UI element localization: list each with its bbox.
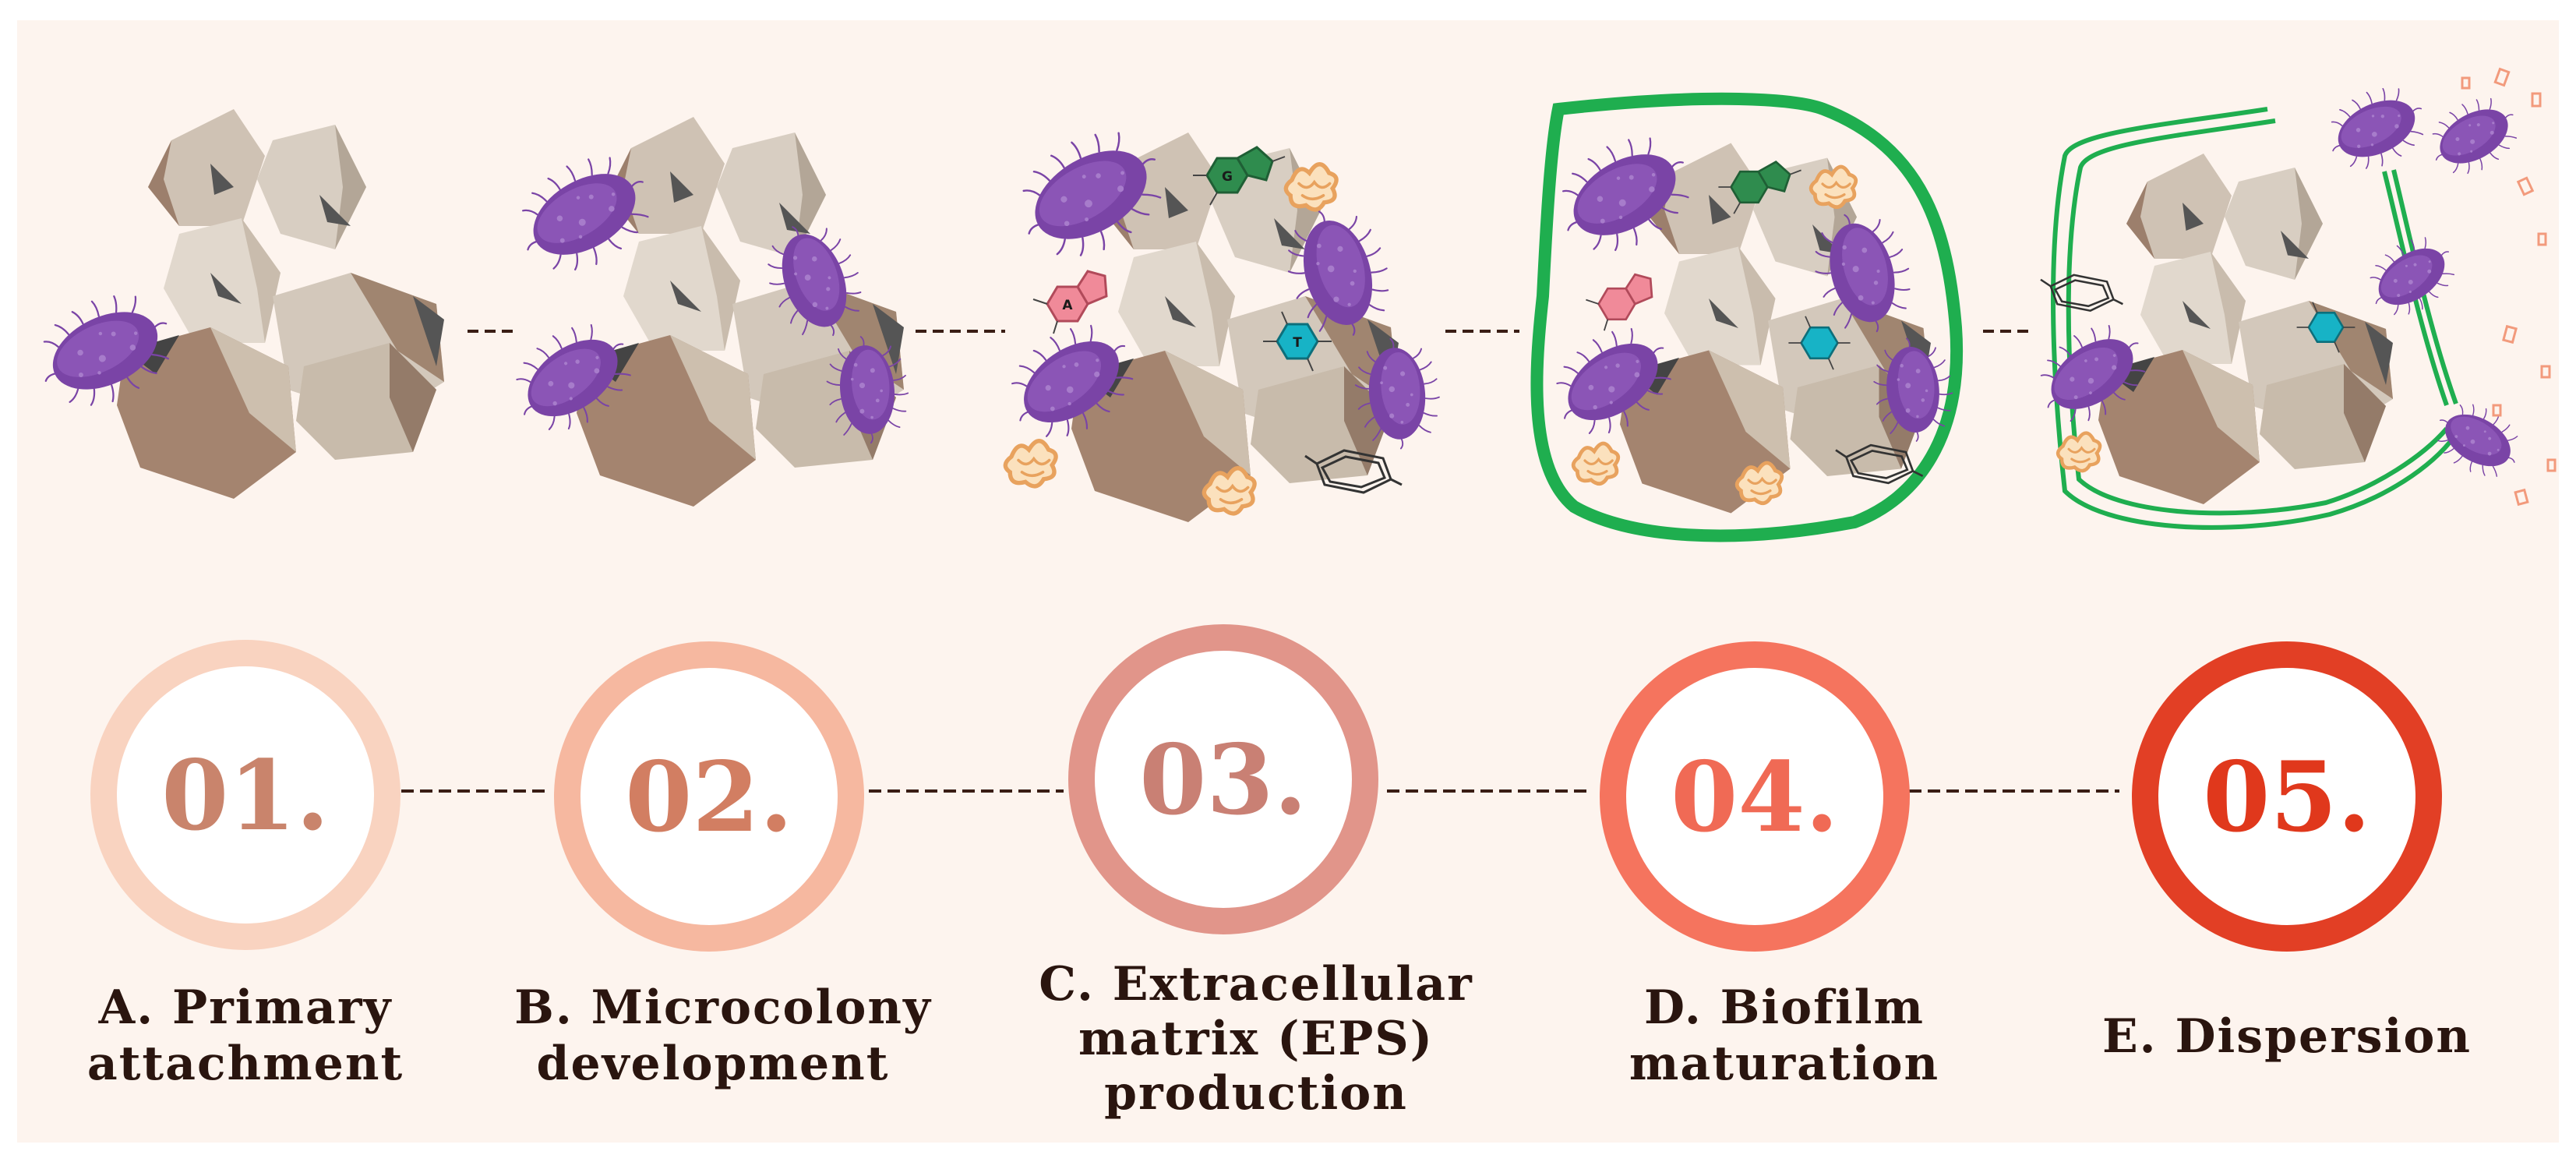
stage-2-label-line-1: B. Microcolony: [514, 980, 932, 1035]
protein-icon: [1005, 441, 1056, 486]
bacterium-icon: [2424, 390, 2532, 489]
bacterium-icon: [2418, 84, 2530, 188]
stage-5: 05. E. Dispersion: [2102, 641, 2472, 1064]
nucleobase-a-icon: A: [1032, 270, 1108, 335]
stage-3-label-line-3: production: [1104, 1066, 1408, 1121]
bacterium-icon: [2355, 223, 2468, 330]
rock-cluster-icon: [577, 117, 904, 507]
stage-markers: 01. A. Primary attachment 02. B. Microco…: [87, 624, 2472, 1121]
biofilm-outline: [1530, 92, 1964, 542]
stage-1-number: 01.: [161, 740, 330, 853]
stage-5-illustration: [2022, 67, 2557, 530]
stage-3: 03. C. Extracellular matrix (EPS) produc…: [1039, 624, 1473, 1121]
stage-1-label-line-2: attachment: [87, 1037, 404, 1091]
stage-3-illustration: G A T: [990, 109, 1445, 522]
stage-2-illustration: [496, 117, 913, 507]
stage-5-ring: [2132, 641, 2442, 952]
stage-1-ring: [90, 640, 401, 950]
stage-2-ring: [554, 641, 864, 952]
rock-cluster-icon: [117, 109, 444, 499]
stage-3-ring: [1068, 624, 1378, 934]
protein-icon: [2058, 433, 2100, 471]
stage-2: 02. B. Microcolony development: [514, 641, 932, 1091]
stage-5-number: 05.: [2203, 741, 2371, 854]
protein-icon: [1573, 443, 1618, 484]
dispersed-fragments: [2461, 67, 2557, 507]
stage-3-number: 03.: [1139, 724, 1307, 837]
nucleobase-a-icon: [1585, 273, 1653, 332]
stage-4: 04. D. Biofilm maturation: [1600, 641, 1939, 1091]
stage-2-label-line-2: development: [537, 1037, 890, 1091]
nucleobase-t-icon: T: [1262, 310, 1333, 373]
stage-4-ring: [1600, 641, 1910, 952]
stage-4-label-line-2: maturation: [1629, 1037, 1939, 1091]
stage-2-number: 02.: [625, 741, 793, 854]
nucleobase-t-label: T: [1293, 335, 1302, 351]
rock-cluster-icon: [2098, 153, 2393, 504]
stage-3-label-line-1: C. Extracellular: [1039, 957, 1473, 1012]
stage-1-label-line-1: A. Primary: [98, 980, 393, 1035]
stage-5-label-line-1: E. Dispersion: [2102, 1009, 2472, 1064]
nucleobase-a-label: A: [1062, 298, 1073, 313]
stage-4-label-line-1: D. Biofilm: [1644, 980, 1925, 1035]
nucleobase-g-label: G: [1222, 169, 1233, 185]
stage-4-illustration: [1530, 92, 1964, 542]
nucleobase-g-icon: G: [1191, 146, 1286, 207]
bacterium-icon: [2316, 73, 2437, 183]
stage-3-label-line-2: matrix (EPS): [1078, 1012, 1434, 1066]
stage-4-number: 04.: [1671, 741, 1839, 854]
stage-1-illustration: [23, 109, 444, 499]
stage-1: 01. A. Primary attachment: [87, 640, 404, 1091]
